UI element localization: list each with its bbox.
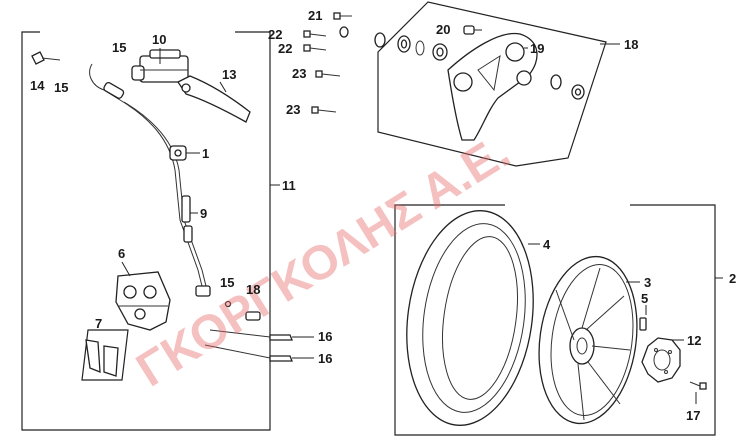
callout-15-left: 15 (54, 80, 68, 95)
brake-caliper (115, 271, 171, 331)
axle-spacers (339, 25, 585, 100)
callout-20: 20 (436, 22, 450, 37)
caliper-bolts (204, 300, 293, 362)
callout-18-bottom: 18 (246, 282, 260, 297)
callout-21: 21 (308, 8, 322, 23)
callout-15-bottom: 15 (220, 275, 234, 290)
tire (406, 210, 534, 426)
callout-12: 12 (687, 333, 701, 348)
callout-1: 1 (202, 146, 209, 161)
wheel-rim (538, 255, 638, 425)
callout-14: 14 (30, 78, 45, 93)
callout-2: 2 (729, 271, 736, 286)
callout-labels: 1 2 3 4 5 6 7 9 10 11 12 13 14 15 15 15 … (30, 8, 736, 423)
callout-15-top: 15 (112, 40, 126, 55)
callout-10: 10 (152, 32, 166, 47)
brake-assembly-frame (21, 31, 280, 431)
hose-clamp (169, 145, 187, 161)
brake-lever (177, 75, 251, 123)
master-cylinder (131, 49, 189, 83)
callout-23-bottom: 23 (286, 102, 300, 117)
callout-11: 11 (282, 178, 296, 193)
callout-4: 4 (543, 237, 551, 252)
fork-bracket (447, 32, 538, 141)
callout-17: 17 (686, 408, 700, 423)
callout-3: 3 (644, 275, 651, 290)
brake-pads (81, 329, 129, 381)
callout-18-top: 18 (624, 37, 638, 52)
brake-disc (641, 337, 707, 390)
callout-16-bottom: 16 (318, 351, 332, 366)
brake-hose (89, 63, 211, 297)
callout-19: 19 (530, 41, 544, 56)
fork-bracket-frame (377, 1, 620, 167)
valve (639, 317, 647, 331)
callout-13: 13 (222, 67, 236, 82)
callout-16-top: 16 (318, 329, 332, 344)
leader-lines (121, 29, 697, 404)
callout-22-bottom: 22 (278, 41, 292, 56)
callout-22-top: 22 (268, 27, 282, 42)
callout-7: 7 (95, 316, 102, 331)
callout-9: 9 (200, 206, 207, 221)
callout-6: 6 (118, 246, 125, 261)
callout-23-top: 23 (292, 66, 306, 81)
wheel-assembly-frame (394, 204, 723, 436)
fork-bolts (303, 12, 352, 114)
mirror-bolt (31, 51, 61, 65)
callout-5: 5 (641, 291, 648, 306)
